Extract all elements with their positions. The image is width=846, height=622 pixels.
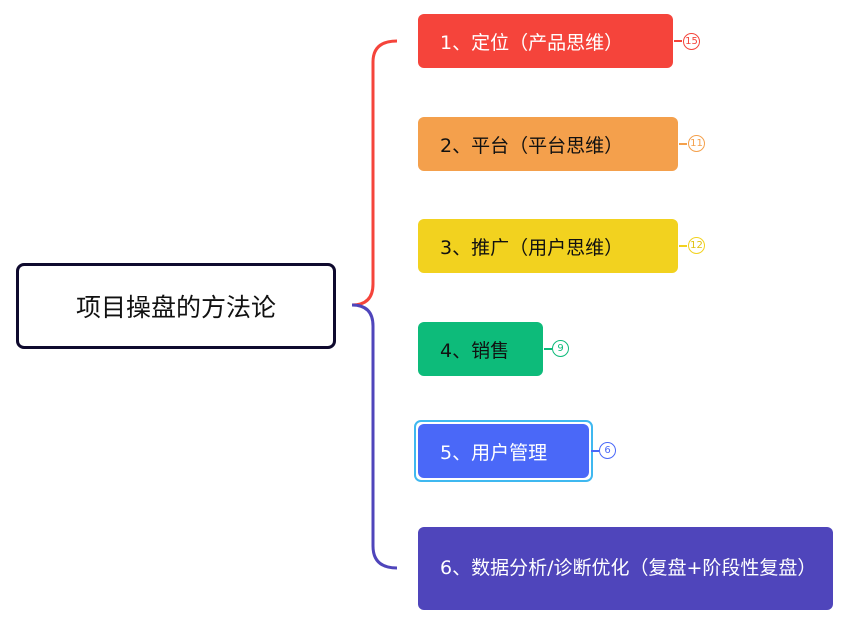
- collapse-count-badge[interactable]: 6: [599, 442, 616, 459]
- topic-label: 1、定位（产品思维）: [440, 31, 624, 54]
- connector-lower: [351, 303, 398, 570]
- root-topic-label: 项目操盘的方法论: [75, 293, 276, 322]
- collapse-count-badge[interactable]: 15: [683, 33, 700, 50]
- topic-positioning[interactable]: 1、定位（产品思维）: [418, 14, 673, 68]
- badge-connector: [679, 245, 687, 247]
- collapse-count-badge[interactable]: 11: [688, 135, 705, 152]
- topic-user-management[interactable]: 5、用户管理: [418, 424, 589, 478]
- topic-label: 4、销售: [440, 339, 510, 362]
- topic-label: 2、平台（平台思维）: [440, 134, 624, 157]
- badge-connector: [591, 450, 599, 452]
- root-topic[interactable]: 项目操盘的方法论: [16, 263, 336, 349]
- topic-label: 3、推广（用户思维）: [440, 236, 624, 259]
- topic-data-analysis[interactable]: 6、数据分析/诊断优化（复盘+阶段性复盘）: [418, 527, 833, 610]
- connector-upper: [351, 39, 398, 307]
- collapse-count-badge[interactable]: 9: [552, 340, 569, 357]
- topic-label: 5、用户管理: [440, 441, 548, 464]
- badge-connector: [544, 348, 552, 350]
- badge-connector: [679, 143, 687, 145]
- badge-connector: [674, 40, 682, 42]
- collapse-count-badge[interactable]: 12: [688, 237, 705, 254]
- topic-platform[interactable]: 2、平台（平台思维）: [418, 117, 678, 171]
- topic-sales[interactable]: 4、销售: [418, 322, 543, 376]
- topic-label: 6、数据分析/诊断优化（复盘+阶段性复盘）: [440, 557, 817, 579]
- topic-promotion[interactable]: 3、推广（用户思维）: [418, 219, 678, 273]
